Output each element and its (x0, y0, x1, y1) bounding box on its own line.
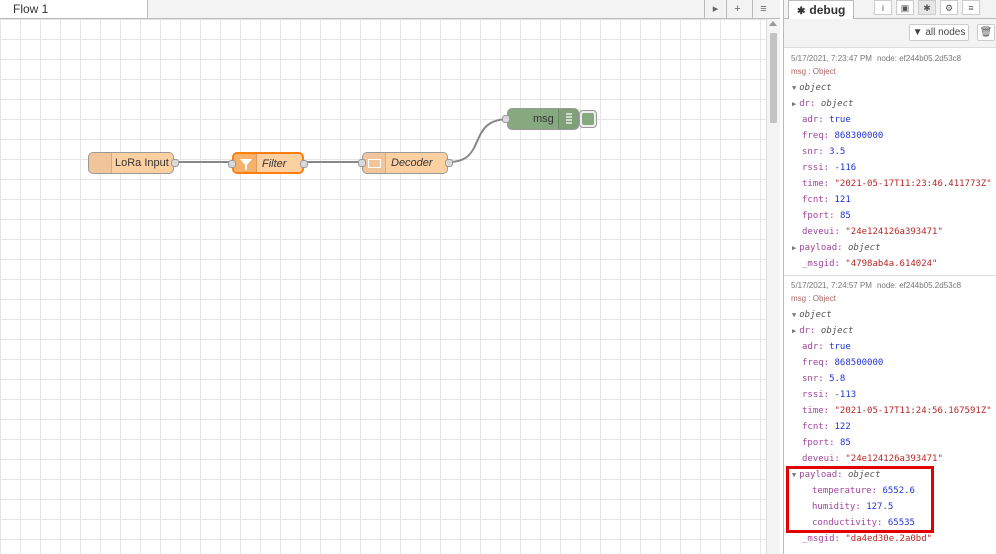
tree-field-deveui: deveui: "24e124126a393471" (802, 454, 943, 464)
tree-field-time: time: "2021-05-17T11:24:56.167591Z" (802, 406, 992, 416)
gear-icon[interactable]: ⚙ (940, 0, 958, 15)
debug-node-label: msg (533, 113, 554, 125)
filter-input-port[interactable] (228, 160, 236, 168)
flow-wires (174, 118, 510, 163)
message-timestamp: 5/17/2021, 7:24:57 PM (791, 281, 872, 290)
database-icon[interactable]: ≡ (962, 0, 980, 15)
filter-label: Filter (262, 158, 287, 170)
debug-icon[interactable]: ✱ (918, 0, 936, 15)
decoder-input-port[interactable] (358, 159, 366, 167)
debug-input-port[interactable] (502, 115, 510, 123)
lora-output-port[interactable] (171, 159, 179, 167)
tree-field-fcnt: fcnt: 121 (802, 195, 851, 205)
tree-root[interactable]: ▼object (792, 310, 832, 320)
lora-input-node[interactable]: LoRa Input (88, 152, 179, 174)
trash-icon: 🗑 (979, 27, 993, 38)
tree-field-fport: fport: 85 (802, 438, 851, 448)
tree-field-humidity: humidity: 127.5 (812, 502, 894, 512)
decoder-label: Decoder (391, 157, 433, 169)
tree-node-payload[interactable]: ▼payload: object (792, 470, 881, 480)
tree-field-rssi: rssi: -113 (802, 390, 857, 400)
message-meta: 5/17/2021, 7:23:47 PM node: ef244b05.2d53… (791, 54, 961, 63)
radio-icon (89, 153, 112, 173)
debug-message: 5/17/2021, 7:23:47 PM node: ef244b05.2d53… (784, 48, 996, 276)
message-node-id[interactable]: node: ef244b05.2d53c8 (876, 281, 962, 290)
tree-root[interactable]: ▼object (792, 83, 832, 93)
function-icon (363, 153, 386, 173)
funnel-icon (234, 154, 257, 172)
scrollbar-thumb[interactable] (770, 33, 777, 123)
message-type: msg : Object (791, 294, 836, 303)
workspace-scrollbar[interactable] (766, 19, 780, 554)
tab-debug-label: debug (809, 3, 846, 17)
debug-message-list: 5/17/2021, 7:23:47 PM node: ef244b05.2d53… (784, 48, 996, 554)
message-timestamp: 5/17/2021, 7:23:47 PM (791, 54, 872, 63)
tab-debug[interactable]: ✱debug (788, 0, 854, 19)
clear-log-button[interactable]: 🗑 (977, 24, 995, 41)
tree-field-adr: adr: true (802, 115, 851, 125)
lora-input-label: LoRa Input (115, 157, 169, 169)
tree-field-snr: snr: 3.5 (802, 147, 846, 157)
debug-toolbar: ▼ all nodes 🗑 (784, 19, 996, 48)
bug-icon: ✱ (797, 6, 806, 17)
filter-label: all nodes (925, 27, 966, 38)
tree-field-time: time: "2021-05-17T11:23:46.411773Z" (802, 179, 992, 189)
tree-field-temperature: temperature: 6552.6 (812, 486, 915, 496)
message-meta: 5/17/2021, 7:24:57 PM node: ef244b05.2d53… (791, 281, 961, 290)
debug-toggle-button[interactable] (579, 110, 597, 128)
message-node-id[interactable]: node: ef244b05.2d53c8 (876, 54, 962, 63)
message-type: msg : Object (791, 67, 836, 76)
payload-highlight-box (786, 466, 934, 533)
tree-field-conductivity: conductivity: 65535 (812, 518, 915, 528)
filter-nodes-button[interactable]: ▼ all nodes (909, 24, 969, 41)
flow-list-icon[interactable]: ≡ (752, 0, 774, 18)
flow-canvas[interactable]: LoRa Input Filter Decoder msg (0, 19, 766, 554)
tree-field-fport: fport: 85 (802, 211, 851, 221)
tab-flow-1[interactable]: Flow 1 (0, 0, 148, 18)
add-flow-icon[interactable]: + (726, 0, 748, 18)
scroll-up-icon[interactable] (769, 21, 777, 26)
filter-output-port[interactable] (300, 160, 308, 168)
decoder-node[interactable]: Decoder (358, 152, 453, 174)
debug-message: 5/17/2021, 7:24:57 PM node: ef244b05.2d53… (784, 276, 996, 554)
tree-field-snr: snr: 5.8 (802, 374, 846, 384)
workspace-tabbar: Flow 1 ▸ + ≡ (0, 0, 780, 19)
book-icon[interactable]: ▣ (896, 0, 914, 15)
tree-field-rssi: rssi: -116 (802, 163, 857, 173)
tree-node-dr[interactable]: ▶dr: object (792, 99, 854, 109)
decoder-output-port[interactable] (445, 159, 453, 167)
scroll-tabs-icon[interactable]: ▸ (704, 0, 726, 18)
filter-node[interactable]: Filter (228, 152, 308, 174)
tree-node-payload[interactable]: ▶payload: object (792, 243, 881, 253)
tree-field-fcnt: fcnt: 122 (802, 422, 851, 432)
debug-node[interactable]: msg (502, 108, 581, 130)
tree-field-msgid: _msgid: "4798ab4a.614024" (802, 259, 938, 269)
tree-field-adr: adr: true (802, 342, 851, 352)
tree-field-freq: freq: 868300000 (802, 131, 884, 141)
list-icon (558, 109, 581, 129)
sidebar-tabbar: ✱debug i ▣ ✱ ⚙ ≡ (784, 0, 996, 19)
sidebar: ✱debug i ▣ ✱ ⚙ ≡ ▼ all nodes 🗑 5/17/2021… (783, 0, 996, 554)
tree-node-dr[interactable]: ▶dr: object (792, 326, 854, 336)
tree-field-freq: freq: 868500000 (802, 358, 884, 368)
tree-field-deveui: deveui: "24e124126a393471" (802, 227, 943, 237)
filter-icon: ▼ (912, 27, 923, 38)
tree-field-msgid: _msgid: "da4ed30e.2a0bd" (802, 534, 933, 544)
info-icon[interactable]: i (874, 0, 892, 15)
